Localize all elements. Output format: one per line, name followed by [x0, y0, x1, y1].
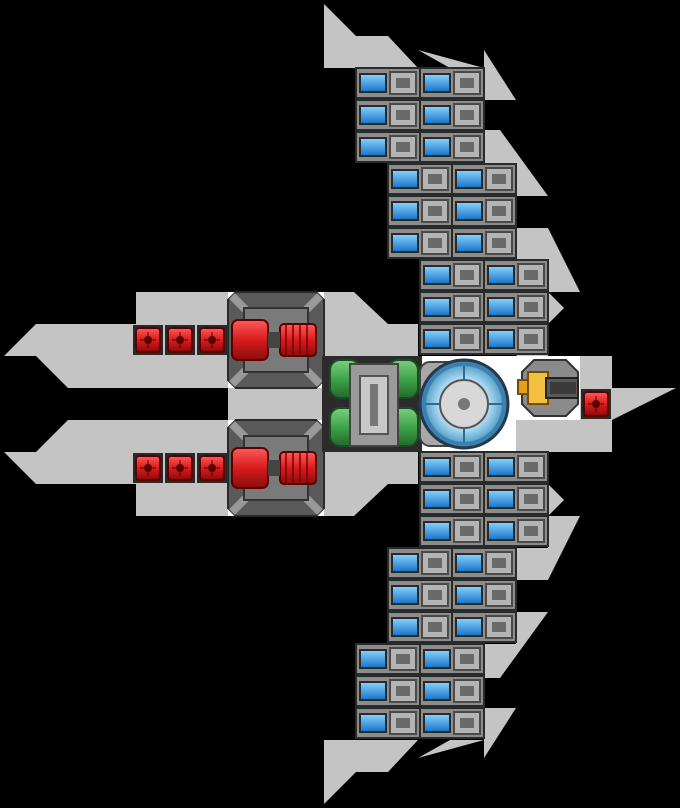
ammo-pod[interactable] [165, 325, 195, 355]
battery-module [387, 579, 453, 611]
battery-module [387, 195, 453, 227]
battery-grid [355, 67, 549, 739]
ammo-pod[interactable] [165, 453, 195, 483]
ammo-pod[interactable] [133, 453, 163, 483]
lower-wing-plate [324, 740, 418, 772]
battery-module [451, 611, 517, 643]
battery-module [419, 67, 485, 99]
battery-module [451, 163, 517, 195]
upper-wing-plate [516, 292, 564, 356]
nose-ammo-pod[interactable] [581, 389, 611, 419]
battery-module [355, 67, 421, 99]
cockpit-core[interactable] [418, 358, 510, 450]
ammo-pod[interactable] [581, 389, 611, 419]
battery-module [419, 451, 485, 483]
green-generator[interactable] [322, 356, 422, 452]
battery-module [451, 227, 517, 259]
battery-module [483, 515, 549, 547]
battery-module [451, 579, 517, 611]
battery-module [387, 163, 453, 195]
lower-missile-launcher[interactable] [227, 419, 325, 517]
lower-wing-plate [418, 708, 516, 758]
battery-module [419, 483, 485, 515]
lower-prong [4, 420, 228, 516]
lower-wing-plate [516, 452, 564, 516]
battery-module [419, 99, 485, 131]
battery-module [419, 259, 485, 291]
ammo-pod[interactable] [133, 325, 163, 355]
ammo-pods [133, 325, 227, 483]
battery-module [355, 99, 421, 131]
upper-missile-launcher[interactable] [227, 291, 325, 389]
battery-module [355, 643, 421, 675]
battery-module [483, 483, 549, 515]
battery-module [451, 547, 517, 579]
lower-wing-plate [484, 612, 548, 678]
battery-module [387, 547, 453, 579]
lower-wing-plate [516, 516, 580, 580]
battery-module [483, 291, 549, 323]
battery-module [483, 323, 549, 355]
battery-module [355, 707, 421, 739]
battery-module [483, 259, 549, 291]
missile-launchers [227, 291, 325, 517]
battery-module [483, 451, 549, 483]
battery-module [355, 131, 421, 163]
battery-module [419, 131, 485, 163]
battery-module [387, 611, 453, 643]
upper-shoulder [324, 292, 418, 356]
battery-module [419, 707, 485, 739]
battery-module [419, 515, 485, 547]
upper-wing-plate [418, 50, 516, 100]
battery-module [419, 675, 485, 707]
upper-prong [4, 292, 228, 388]
battery-module [419, 323, 485, 355]
battery-module [451, 195, 517, 227]
ammo-pod[interactable] [197, 325, 227, 355]
battery-module [355, 675, 421, 707]
battery-module [419, 643, 485, 675]
ammo-pod[interactable] [197, 453, 227, 483]
battery-module [419, 291, 485, 323]
upper-wing-plate [324, 36, 418, 68]
gold-cannon[interactable] [517, 359, 579, 417]
lower-shoulder [324, 452, 418, 516]
battery-module [387, 227, 453, 259]
